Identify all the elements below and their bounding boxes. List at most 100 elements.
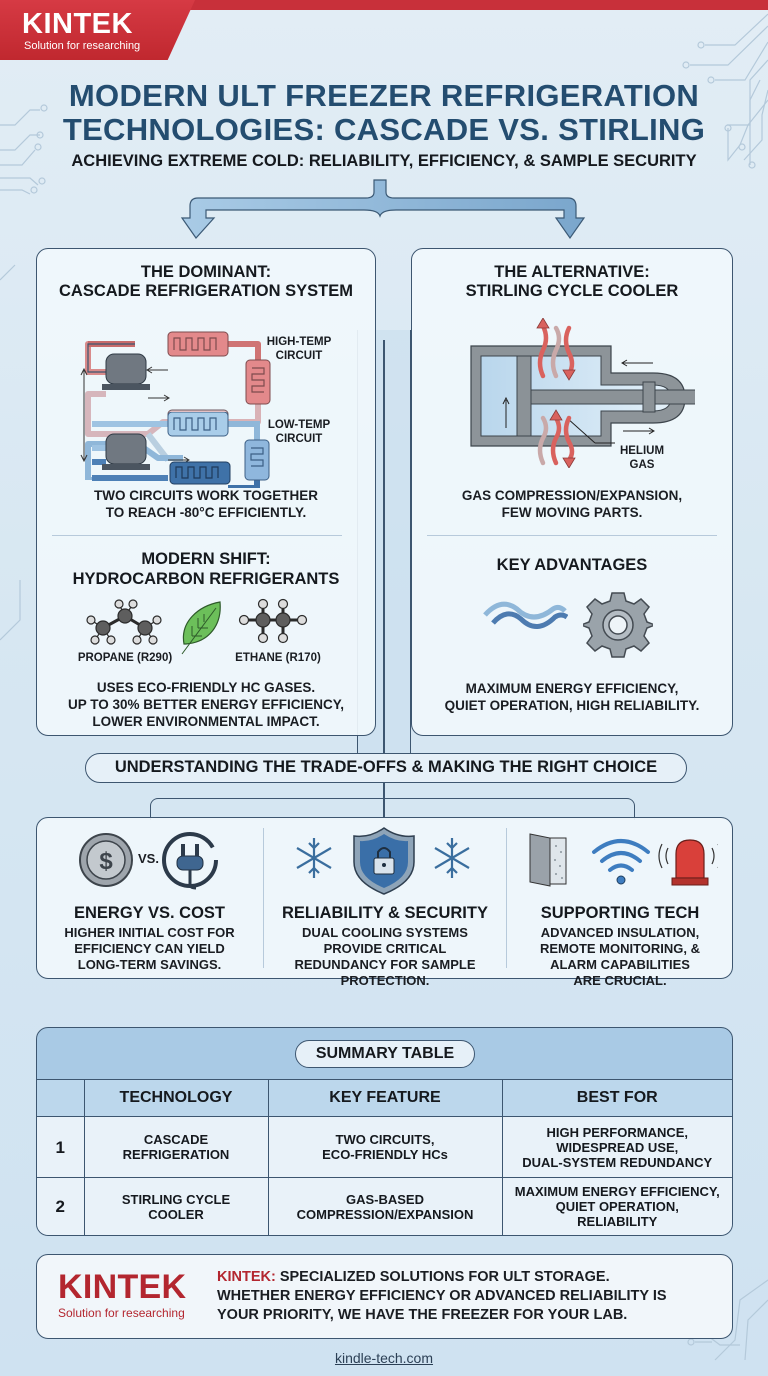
shift-caption-2: UP TO 30% BETTER ENERGY EFFICIENCY,	[67, 697, 345, 712]
tradeoffs-divider-2	[506, 828, 507, 968]
brand-logo[interactable]	[0, 0, 195, 60]
cascade-title-2: CASCADE REFRIGERATION SYSTEM	[59, 282, 353, 300]
low-temp-evaporator-icon	[169, 461, 231, 485]
tradeoff-text-reliability: DUAL COOLING SYSTEMS PROVIDE CRITICAL RE…	[264, 925, 506, 989]
tradeoff-title-supporting: SUPPORTING TECH	[540, 904, 700, 922]
footer-brand-tagline: Solution for researching	[58, 1306, 185, 1320]
split-arrow-icon	[180, 179, 586, 240]
summary-table-title: SUMMARY TABLE	[295, 1040, 475, 1068]
cell-line: COMPRESSION/EXPANSION	[296, 1206, 474, 1222]
cell-line: RELIABILITY	[577, 1214, 658, 1230]
tradeoffs-bracket	[150, 798, 635, 820]
tradeoff-title-reliability: RELIABILITY & SECURITY	[282, 904, 488, 922]
cell-line: ECO-FRIENDLY HCs	[322, 1147, 448, 1162]
tradeoff-title-energy: ENERGY VS. COST	[74, 904, 225, 922]
footer-message-line3: YOUR PRIORITY, WE HAVE THE FREEZER FOR Y…	[217, 1307, 628, 1323]
website-link[interactable]: kindle-tech.com	[334, 1350, 434, 1366]
supporting-tech-icons	[529, 833, 718, 887]
cascade-card	[36, 248, 376, 736]
summary-table: TECHNOLOGY KEY FEATURE BEST FOR 1 CASCAD…	[37, 1079, 732, 1235]
tradeoff-text-energy: HIGHER INITIAL COST FOR EFFICIENCY CAN Y…	[36, 925, 263, 973]
propane-label: PROPANE (R290)	[77, 652, 173, 664]
summary-table-header: SUMMARY TABLE	[37, 1028, 732, 1079]
ethane-molecule-icon	[238, 598, 308, 644]
low-temp-circuit-icon	[92, 412, 270, 488]
shift-caption-3: LOWER ENVIRONMENTAL IMPACT.	[92, 714, 320, 729]
helium-gas-label: HELIUM GAS	[612, 444, 672, 472]
center-connector-line	[383, 340, 385, 760]
tradeoff-line: ADVANCED INSULATION,	[540, 925, 700, 940]
stirling-title-1: THE ALTERNATIVE:	[494, 263, 650, 281]
column-header-best-for: BEST FOR	[501, 1079, 732, 1117]
advantages-title: KEY ADVANTAGES	[496, 556, 648, 574]
high-temp-label-2: CIRCUIT	[275, 350, 323, 362]
cell-line: GAS-BASED	[345, 1191, 424, 1207]
summary-table-header-row: TECHNOLOGY KEY FEATURE BEST FOR	[37, 1079, 732, 1117]
stirling-title-2: STIRLING CYCLE COOLER	[465, 282, 679, 300]
tradeoff-line: EFFICIENCY CAN YIELD	[74, 941, 225, 956]
stirling-card	[411, 248, 733, 736]
leaf-icon	[181, 601, 221, 655]
stirling-caption-1: GAS COMPRESSION/EXPANSION,	[461, 488, 683, 503]
wave-icon	[483, 601, 568, 629]
page-title-line2: TECHNOLOGIES: CASCADE VS. STIRLING	[62, 112, 706, 147]
alarm-bell-icon	[675, 839, 705, 879]
dollar-icon: $	[99, 848, 113, 875]
tradeoff-line: REDUNDANCY FOR SAMPLE	[294, 957, 476, 972]
footer-banner	[36, 1254, 733, 1339]
row-number: 1	[37, 1116, 85, 1178]
insulation-panel-icon	[529, 833, 551, 887]
snowflake-icon	[296, 838, 470, 878]
tradeoffs-connector	[383, 783, 385, 818]
tradeoff-line: DUAL COOLING SYSTEMS	[302, 925, 468, 940]
cell-line: STIRLING CYCLE	[121, 1191, 231, 1207]
low-temp-label-1: LOW-TEMP	[267, 419, 331, 431]
cell-line: MAXIMUM ENERGY EFFICIENCY,	[514, 1184, 720, 1200]
shift-title-1: MODERN SHIFT:	[141, 550, 271, 568]
page-subtitle: ACHIEVING EXTREME COLD: RELIABILITY, EFF…	[71, 152, 697, 170]
column-header-key-feature: KEY FEATURE	[267, 1079, 503, 1117]
energy-vs-cost-icons: $	[79, 832, 218, 890]
shift-caption-1: USES ECO-FRIENDLY HC GASES.	[96, 680, 316, 695]
low-temp-label-2: CIRCUIT	[275, 433, 323, 445]
footer-message: KINTEK: SPECIALIZED SOLUTIONS FOR ULT ST…	[217, 1268, 667, 1325]
best-for-cell: HIGH PERFORMANCE,WIDESPREAD USE,DUAL-SYS…	[501, 1116, 732, 1178]
tradeoffs-divider-1	[263, 828, 264, 968]
brand-name: KINTEK	[22, 8, 133, 40]
tradeoffs-heading: UNDERSTANDING THE TRADE-OFFS & MAKING TH…	[85, 753, 687, 783]
row-number: 2	[37, 1177, 85, 1235]
gear-icon	[583, 592, 653, 658]
advantages-caption-1: MAXIMUM ENERGY EFFICIENCY,	[465, 681, 679, 696]
cell-line: CASCADE	[143, 1132, 209, 1147]
tradeoff-line: PROVIDE CRITICAL	[323, 941, 447, 956]
stirling-divider	[427, 535, 717, 536]
cell-line: REFRIGERATION	[122, 1147, 230, 1162]
ethane-label: ETHANE (R170)	[235, 652, 321, 664]
footer-brand-prefix: KINTEK:	[217, 1269, 276, 1285]
reliability-security-icons	[296, 827, 470, 895]
footer-message-line2: WHETHER ENERGY EFFICIENCY OR ADVANCED RE…	[217, 1288, 667, 1304]
cascade-caption-2: TO REACH -80°C EFFICIENTLY.	[105, 505, 307, 520]
footer-line1-text: SPECIALIZED SOLUTIONS FOR ULT STORAGE.	[275, 1269, 610, 1285]
cell-line: DUAL-SYSTEM REDUNDANCY	[522, 1154, 713, 1170]
brand-tagline: Solution for researching	[24, 40, 141, 52]
helium-label-2: GAS	[629, 459, 655, 471]
stirling-cooler-diagram-icon	[470, 318, 695, 468]
footer-message-line1: KINTEK: SPECIALIZED SOLUTIONS FOR ULT ST…	[217, 1268, 667, 1287]
cascade-title-1: THE DOMINANT:	[140, 263, 272, 281]
summary-table-card: SUMMARY TABLE TECHNOLOGY KEY FEATURE BES…	[36, 1027, 733, 1236]
page-title-line1: MODERN ULT FREEZER REFRIGERATION	[68, 78, 700, 113]
cell-line: HIGH PERFORMANCE,	[546, 1124, 689, 1140]
advantages-caption-2: QUIET OPERATION, HIGH RELIABILITY.	[444, 698, 700, 713]
stirling-caption-2: FEW MOVING PARTS.	[501, 505, 643, 520]
tradeoff-line: ALARM CAPABILITIES	[550, 957, 690, 972]
cell-line: QUIET OPERATION,	[555, 1199, 679, 1215]
footer-brand-name: KINTEK	[58, 1268, 187, 1306]
propane-molecule-icon	[86, 599, 162, 645]
best-for-cell: MAXIMUM ENERGY EFFICIENCY,QUIET OPERATIO…	[501, 1177, 732, 1235]
cell-line: COOLER	[148, 1206, 204, 1222]
column-header-index	[37, 1079, 85, 1117]
